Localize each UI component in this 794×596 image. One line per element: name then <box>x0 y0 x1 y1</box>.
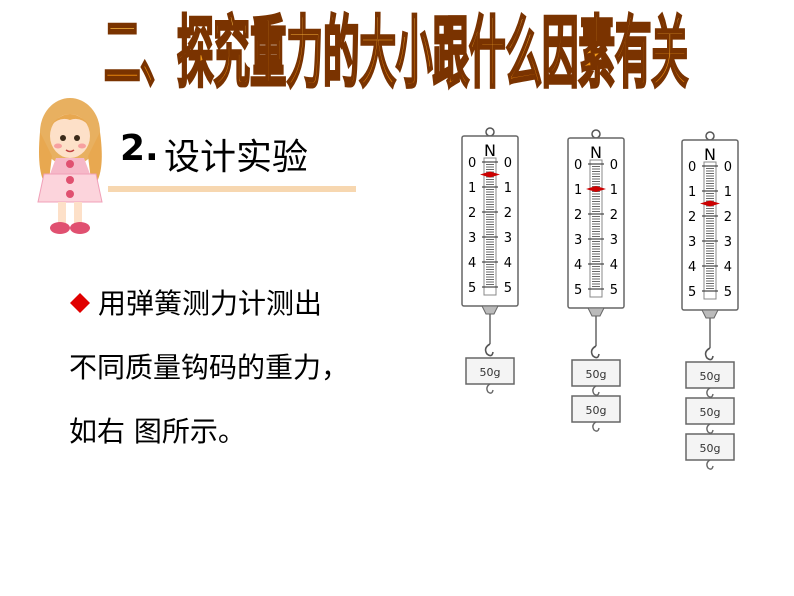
mass-label: 50g <box>700 370 721 383</box>
mass-block <box>685 397 735 425</box>
body-text-line: 如右 图所示。 <box>69 415 246 448</box>
scale-tick-label: 0 <box>574 158 582 173</box>
scale-hook <box>484 343 494 357</box>
mass-block <box>571 359 621 387</box>
scale-tick-label: 3 <box>724 235 732 250</box>
scale-tick-label: 5 <box>504 281 512 296</box>
scale-hook <box>590 345 600 359</box>
scale-tick-label: 1 <box>610 183 618 198</box>
scale-pointer <box>586 186 606 192</box>
mass-hook <box>706 459 714 470</box>
scale-tick-label: 2 <box>468 206 476 221</box>
mass-label: 50g <box>586 368 607 381</box>
scale-tick-label: 2 <box>504 206 512 221</box>
scale-tick-label: 3 <box>688 235 696 250</box>
mass-block <box>685 433 735 461</box>
scale-ring <box>485 127 495 137</box>
scale-tick-label: 1 <box>574 183 582 198</box>
mass-label: 50g <box>700 406 721 419</box>
scale-tick-label: 1 <box>504 181 512 196</box>
scale-tick-label: 3 <box>468 231 476 246</box>
scale-tick-label: 5 <box>574 283 582 298</box>
spring-scale: N0 0 1 1 2 2 3 3 4 4 5 5 50g 50g <box>567 129 625 432</box>
scale-tick-label: 4 <box>504 256 512 271</box>
mass-hook <box>486 383 494 394</box>
scale-tick-label: 5 <box>688 285 696 300</box>
scale-tick-label: 0 <box>724 160 732 175</box>
scale-tick-label: 2 <box>574 208 582 223</box>
scale-bottom <box>701 309 719 319</box>
mass-hook <box>592 421 600 432</box>
scale-tick-label: 0 <box>504 156 512 171</box>
scale-tick-label: 0 <box>610 158 618 173</box>
mass-label: 50g <box>586 404 607 417</box>
scale-bottom <box>481 305 499 315</box>
diamond-bullet-icon <box>70 293 90 313</box>
mass-hook <box>592 385 600 396</box>
scale-tick-label: 1 <box>724 185 732 200</box>
scale-tick-label: 5 <box>724 285 732 300</box>
scale-tick-label: 3 <box>610 233 618 248</box>
scale-tick-label: 4 <box>610 258 618 273</box>
mass-block <box>465 357 515 385</box>
scale-unit-label: N <box>704 145 716 164</box>
scale-pointer <box>700 200 720 207</box>
scale-tick-label: 4 <box>468 256 476 271</box>
scale-tick-label: 0 <box>688 160 696 175</box>
scale-tick-label: 4 <box>724 260 732 275</box>
scale-tick-label: 2 <box>724 210 732 225</box>
section-heading: 设计实验 <box>164 137 309 178</box>
scale-tick-label: 1 <box>468 181 476 196</box>
scale-tick-label: 0 <box>468 156 476 171</box>
scale-tick-label: 3 <box>504 231 512 246</box>
page-title-text: 二、探究重力的大小跟什么因素有关 <box>104 8 688 99</box>
scale-unit-label: N <box>590 143 602 162</box>
spring-scale: N0 0 1 1 2 2 3 3 4 4 5 5 50g <box>461 127 519 394</box>
heading-underline <box>108 186 356 192</box>
scale-pointer <box>480 171 500 178</box>
page-title: 二、探究重力的大小跟什么因素有关 <box>103 6 690 99</box>
mass-hook <box>706 387 714 398</box>
scale-ring <box>591 129 601 139</box>
scale-tick-label: 4 <box>574 258 582 273</box>
mass-label: 50g <box>700 442 721 455</box>
scale-tick-label: 5 <box>610 283 618 298</box>
mass-block <box>571 395 621 423</box>
scale-unit-label: N <box>484 141 496 160</box>
scale-tick-label: 1 <box>688 185 696 200</box>
scale-tick-label: 2 <box>688 210 696 225</box>
girl-illustration <box>37 98 103 234</box>
mass-label: 50g <box>480 366 501 379</box>
scale-tick-label: 4 <box>688 260 696 275</box>
scale-tick-label: 3 <box>574 233 582 248</box>
scale-hook <box>704 347 714 361</box>
body-text-line: 用弹簧测力计测出 <box>98 287 323 320</box>
scale-tick-label: 5 <box>468 281 476 296</box>
scale-tick-label: 2 <box>610 208 618 223</box>
body-text-line: 不同质量钩码的重力， <box>69 351 350 384</box>
scale-ring <box>705 131 715 141</box>
section-number: 2. <box>120 128 159 169</box>
mass-hook <box>706 423 714 434</box>
spring-scale: N0 0 1 1 2 2 3 3 4 4 5 5 50g 50g 50g <box>681 131 739 470</box>
scale-bottom <box>587 307 605 317</box>
